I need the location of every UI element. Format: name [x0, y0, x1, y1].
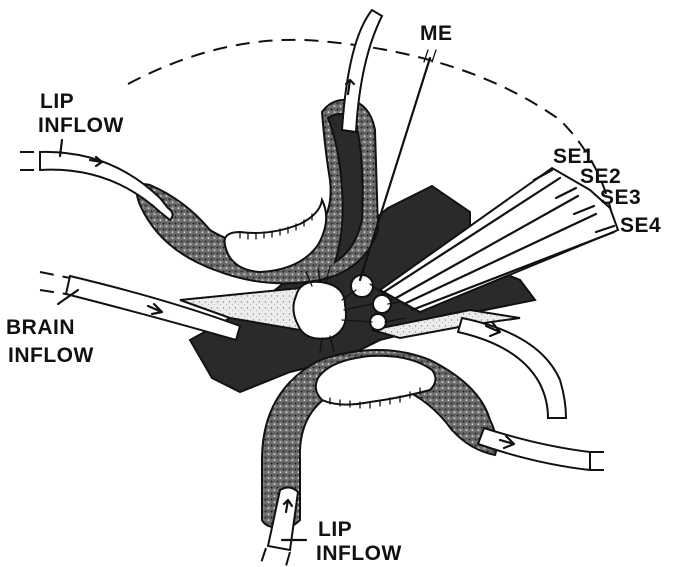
- label-se4: SE4: [620, 214, 661, 237]
- lower-right-dashes: [590, 452, 610, 470]
- label-lip-inflow-top-2: INFLOW: [38, 114, 124, 137]
- label-brain-inflow-2: INFLOW: [8, 344, 94, 367]
- lip-inflow-top-dashes: [20, 152, 42, 170]
- label-brain-inflow-1: BRAIN: [6, 316, 75, 339]
- lip-inflow-bottom-dashes: [260, 548, 290, 566]
- label-lip-inflow-bottom-2: INFLOW: [316, 542, 402, 565]
- label-me: ME: [420, 22, 453, 45]
- central-ganglion: [293, 282, 346, 339]
- label-se2: SE2: [580, 165, 621, 188]
- lower-right-tube: [478, 428, 590, 470]
- label-se3: SE3: [600, 186, 641, 209]
- ganglion-small-1: [351, 275, 373, 297]
- label-lip-inflow-top-1: LIP: [40, 90, 74, 113]
- brain-inflow-dashes: [40, 272, 70, 294]
- label-lip-inflow-bottom-1: LIP: [318, 518, 352, 541]
